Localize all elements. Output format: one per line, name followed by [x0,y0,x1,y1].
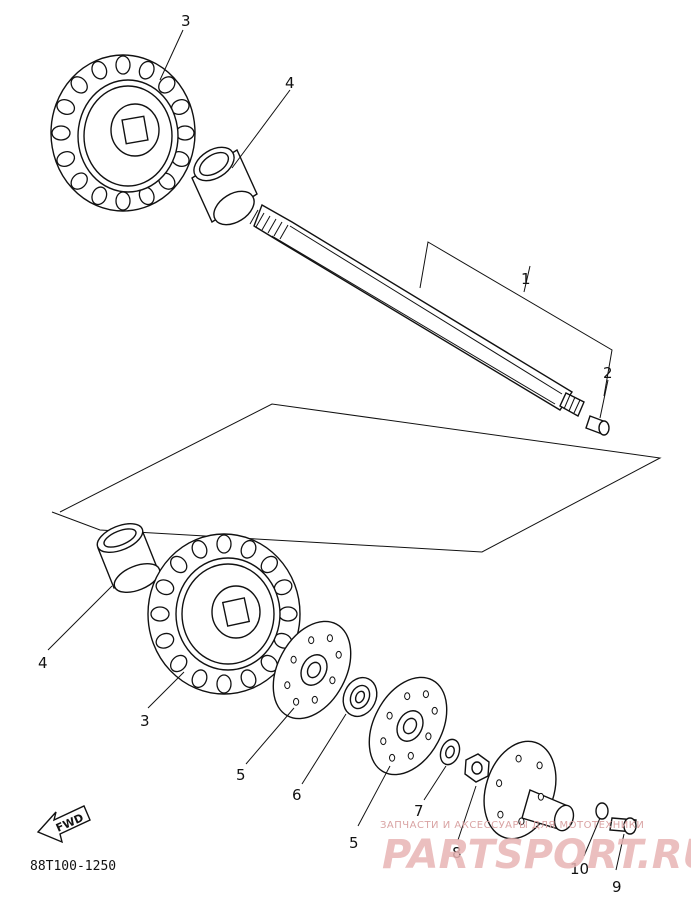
lower-sprocket-tooth [240,669,257,689]
pin [585,415,610,436]
upper-sprocket-tooth [115,191,131,211]
callout-5-lower: 5 [349,834,359,852]
flange-plate-a-bolt-hole [335,650,342,659]
flange-plate-a-bolt-hole [329,676,336,685]
lower-sprocket-tooth [150,606,170,622]
lower-sprocket-tooth [240,539,257,559]
hub-housing-bolt-hole [537,792,545,801]
hub-housing [483,740,575,840]
lower-collar [96,522,161,594]
flange-plate-b-bolt-hole [404,692,411,701]
hub-housing-bolt-hole [518,817,525,826]
upper-sprocket-tooth [70,172,88,190]
upper-sprocket-tooth [56,151,76,167]
upper-sprocket-tooth [138,60,155,80]
upper-sprocket-tooth [91,60,108,80]
flange-plate-b-bolt-hole [407,751,414,760]
flange-plate-b-bolt-hole [386,711,393,720]
watermark: ЗАПЧАСТИ И АКСЕССУАРЫ ДЛЯ МОТОТЕХНИКИ PA… [380,820,691,878]
lower-sprocket-tooth [216,534,232,554]
diagram-code: 88T100-1250 [30,859,116,874]
callout-3-top: 3 [181,12,191,30]
lower-sprocket-tooth [260,555,279,574]
lower-sprocket-tooth [155,632,175,649]
upper-sprocket-tooth [56,99,76,115]
upper-sprocket [50,54,196,212]
flange-plate-a-bolt-hole [308,636,315,645]
bearing [342,676,378,718]
callout-2: 2 [603,364,613,382]
hub-housing-bolt-hole [536,761,543,770]
lower-sprocket-tooth [155,579,175,596]
lower-sprocket-tooth [216,674,232,694]
flange-plate-a-bolt-hole [293,697,300,706]
lower-sprocket-tooth [169,654,188,673]
callout-bracket-1 [419,241,613,397]
upper-sprocket-tooth [70,76,88,94]
upper-sprocket-tooth [158,76,176,94]
lower-sprocket-tooth [169,555,188,574]
callout-5-upper: 5 [236,766,246,784]
flange-plate-b-bolt-hole [422,690,429,699]
flange-plate-b-bolt-hole [425,732,432,741]
cap [595,802,609,820]
forward-arrow-icon: FWD [36,805,91,844]
flange-plate-b-bolt-hole [389,753,396,762]
upper-sprocket-tooth [91,186,108,206]
flange-plate-a-bolt-hole [290,655,297,664]
leader-lines [47,29,625,871]
bolt [609,817,637,835]
watermark-subtitle: ЗАПЧАСТИ И АКСЕССУАРЫ ДЛЯ МОТОТЕХНИКИ [380,820,644,831]
drive-shaft [249,203,585,417]
lower-sprocket-tooth [278,606,298,622]
flange-plate-b-bolt-hole [431,706,438,715]
assembly-guide-line [51,403,662,553]
callout-7: 7 [414,802,424,820]
watermark-logo: PARTSPORT.RU [382,832,691,878]
callout-1: 1 [521,270,531,288]
nut [464,753,490,783]
flange-plate-a-bolt-hole [311,695,318,704]
flange-plate-a-bolt-hole [326,634,333,643]
upper-collar [191,146,258,226]
callout-9: 9 [612,878,622,896]
callout-4-top: 4 [285,74,295,92]
upper-sprocket-tooth [115,55,131,75]
callout-numbers: 1 2 3 4 3 4 5 6 5 7 8 10 9 [38,12,622,896]
callout-10: 10 [570,860,589,878]
washer [439,738,461,766]
lower-sprocket-tooth [191,669,208,689]
upper-sprocket-tooth [175,125,195,141]
flange-plate-a-bolt-hole [284,681,291,690]
hub-housing-bolt-hole [496,779,503,788]
flange-plate-b-bolt-hole [380,737,387,746]
callout-3-bottom: 3 [140,712,150,730]
flange-plate-b [368,676,448,776]
callout-8: 8 [452,844,462,862]
lower-sprocket [147,533,301,695]
hub-housing-bolt-hole [515,754,522,763]
hub-housing-bolt-hole [497,810,504,819]
upper-sprocket-tooth [51,125,71,141]
lower-sprocket-tooth [191,539,208,559]
callout-4-bottom: 4 [38,654,48,672]
callout-6: 6 [292,786,302,804]
